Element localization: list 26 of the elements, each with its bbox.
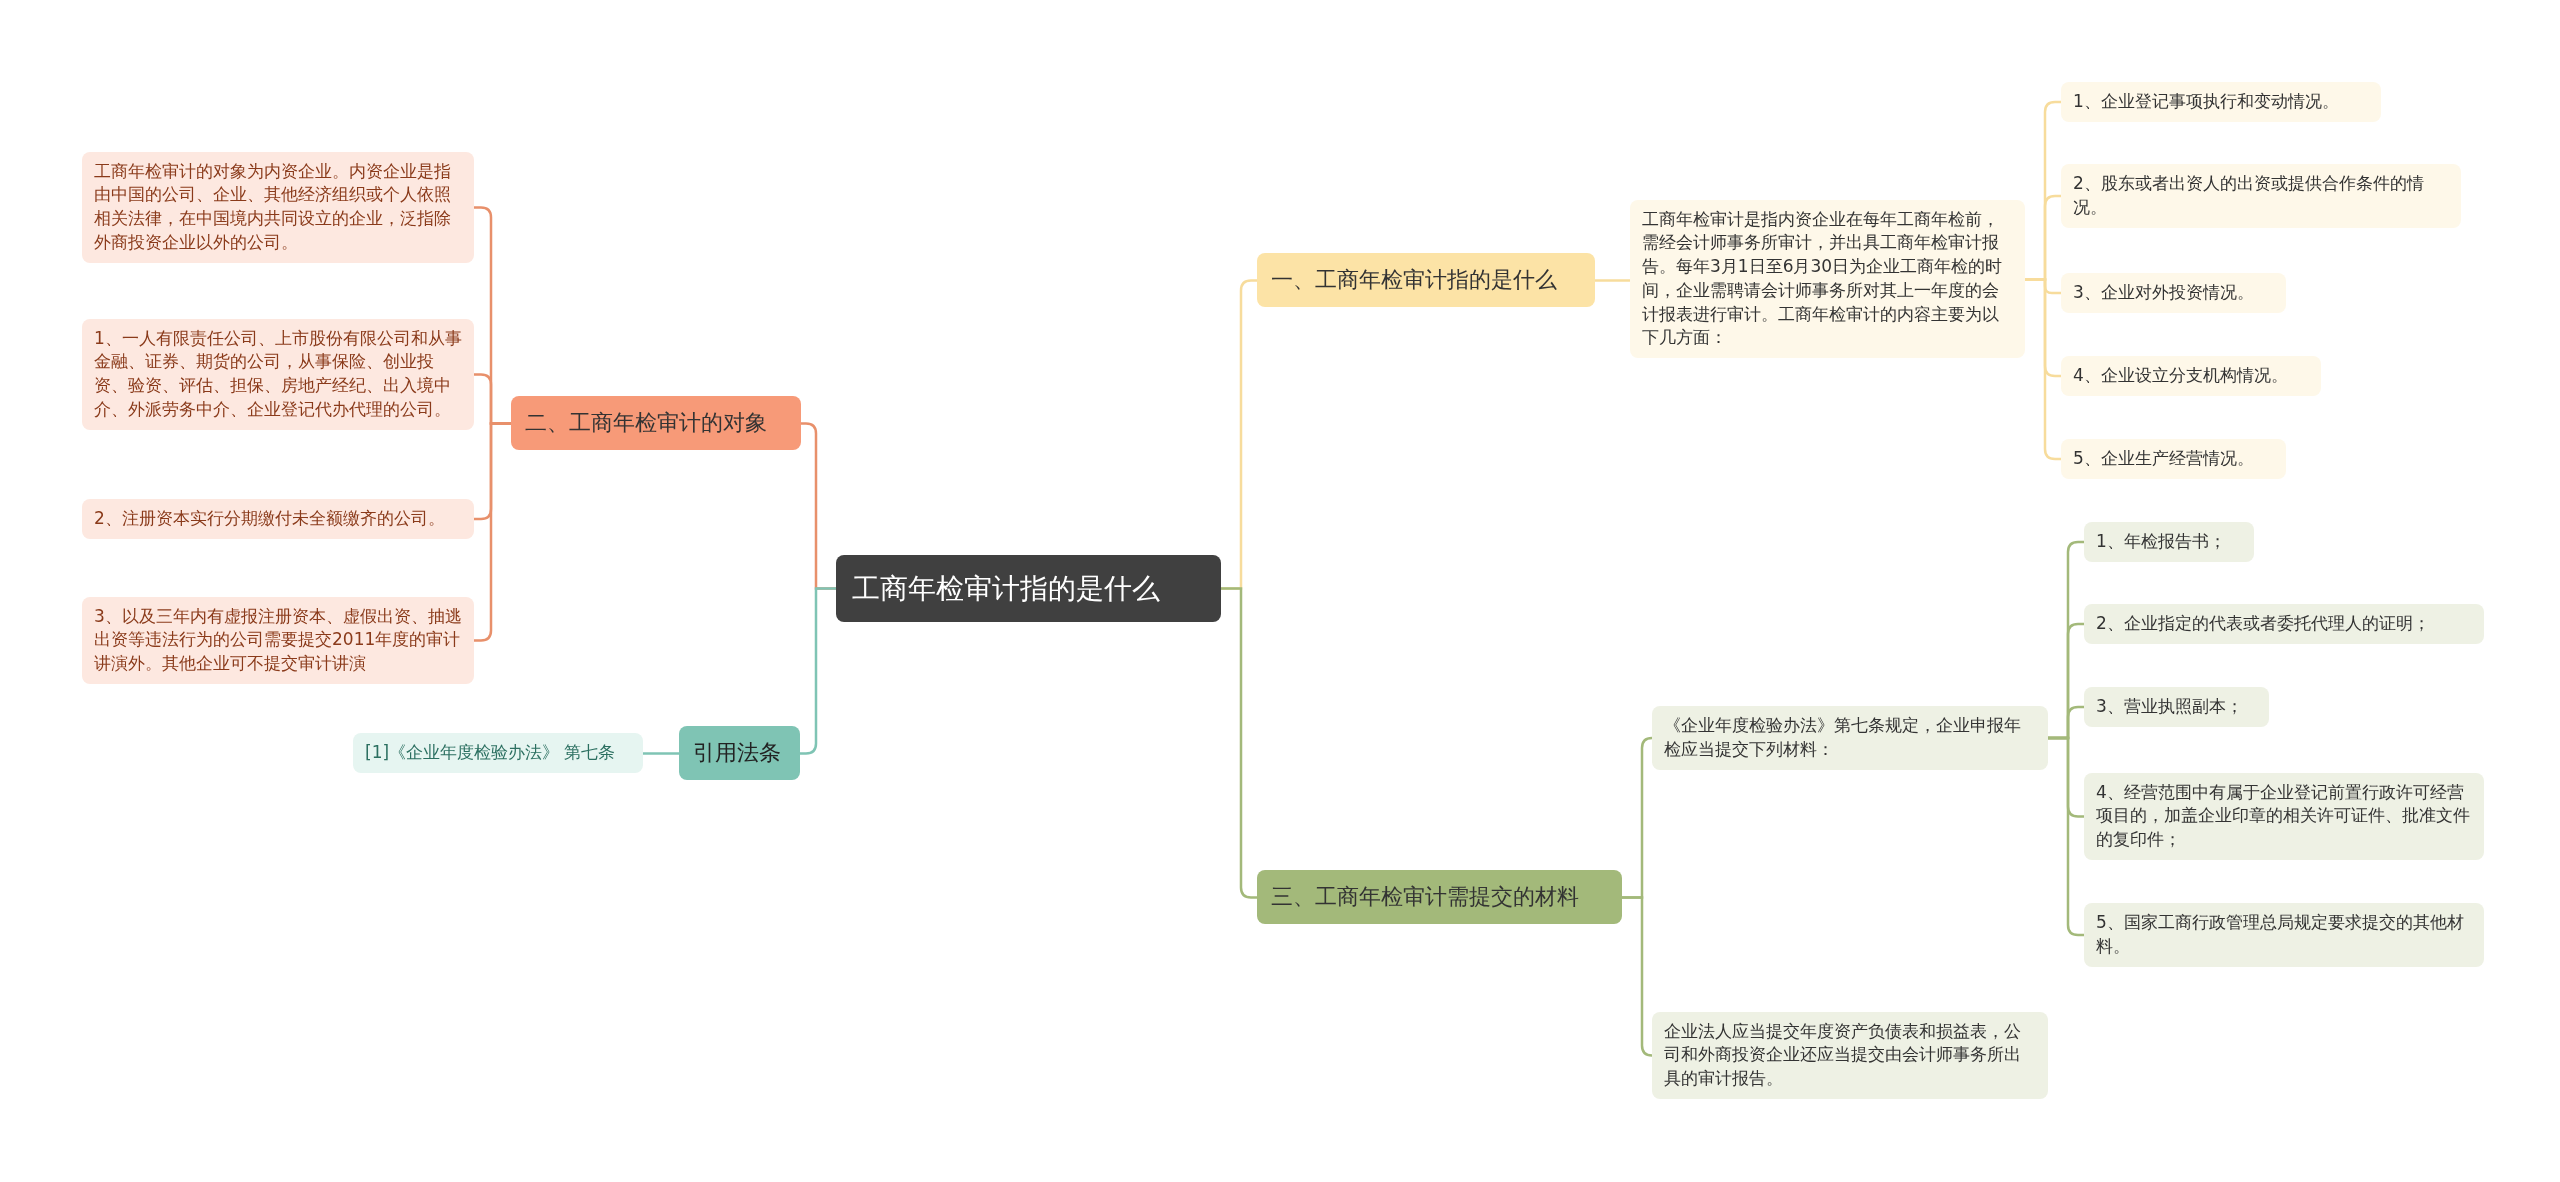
subtopic-box: 4、经营范围中有属于企业登记前置行政许可经营项目的，加盖企业印章的相关许可证件、批准文件的复印件； [2084, 772, 2484, 860]
subtopic-box: 工商年检审计是指内资企业在每年工商年检前，需经会计师事务所审计，并出具工商年检审计报告。每年3月1日至6月30日为企业工商年检的时间，企业需聘请会计师事务所对其上一年度的会计报表进行审计。工商年检审计的内容主要为以下几方面： [1630, 199, 2025, 359]
subtopic-box: 《企业年度检验办法》第七条规定，企业申报年检应当提交下列材料： [1652, 706, 2048, 770]
subtopic-box: 4、企业设立分支机构情况。 [2061, 356, 2321, 396]
subtopic-box: 3、以及三年内有虚报注册资本、虚假出资、抽逃出资等违法行为的公司需要提交2011年度的审计讲演外。其他企业可不提交审计讲演 [82, 596, 474, 684]
central-topic: 工商年检审计指的是什么 [836, 554, 1221, 622]
connector [1622, 896, 1654, 1057]
subtopic-box: 2、注册资本实行分期缴付未全额缴齐的公司。 [82, 499, 474, 539]
branch-topic: 一、工商年检审计指的是什么 [1257, 252, 1595, 308]
subtopic-box: 企业法人应当提交年度资产负债表和损益表，公司和外商投资企业还应当提交由会计师事务所出具的审计报告。 [1652, 1011, 2048, 1099]
subtopic-box: 1、一人有限责任公司、上市股份有限公司和从事金融、证券、期货的公司，从事保险、创业投资、验资、评估、担保、房地产经纪、出入境中介、外派劳务中介、企业登记代办代理的公司。 [82, 318, 474, 430]
subtopic-box: [1]《企业年度检验办法》 第七条 [353, 733, 643, 773]
branch-topic: 二、工商年检审计的对象 [511, 395, 801, 451]
subtopic-box: 2、股东或者出资人的出资或提供合作条件的情况。 [2061, 164, 2461, 228]
subtopic-box: 1、年检报告书； [2084, 522, 2254, 562]
subtopic-box: 工商年检审计的对象为内资企业。内资企业是指由中国的公司、企业、其他经济组织或个人依照相关法律，在中国境内共同设立的企业，泛指除外商投资企业以外的公司。 [82, 151, 474, 263]
subtopic-box: 2、企业指定的代表或者委托代理人的证明； [2084, 604, 2484, 644]
subtopic-box: 5、国家工商行政管理总局规定要求提交的其他材料。 [2084, 903, 2484, 967]
subtopic-box: 3、营业执照副本； [2084, 687, 2269, 727]
subtopic-box: 1、企业登记事项执行和变动情况。 [2061, 82, 2381, 122]
connector [643, 752, 679, 755]
connector [1595, 279, 1630, 282]
subtopic-box: 5、企业生产经营情况。 [2061, 439, 2286, 479]
subtopic-box: 3、企业对外投资情况。 [2061, 273, 2286, 313]
branch-topic: 三、工商年检审计需提交的材料 [1257, 869, 1622, 925]
branch-topic: 引用法条 [679, 725, 800, 781]
